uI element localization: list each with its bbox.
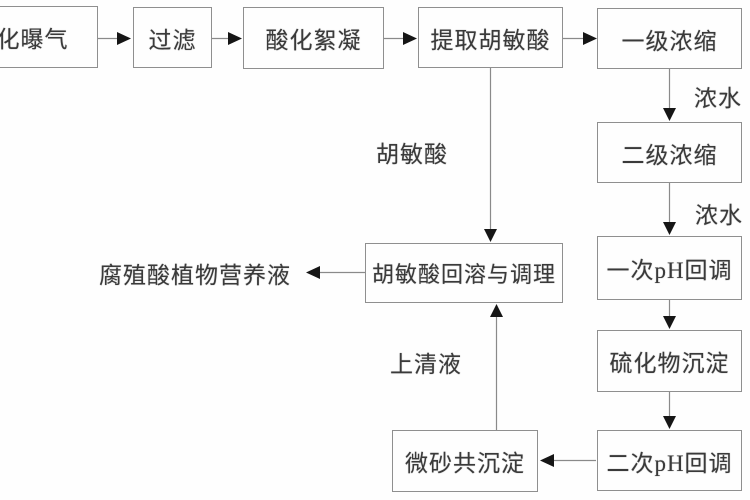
arrow-aeration-to-filter <box>98 32 131 45</box>
edge-label-supernatant: 上清液 <box>390 352 462 377</box>
edge-label-concentrated-water-1: 浓水 <box>694 86 742 111</box>
flow-box-second-stage-concentration: 二级浓缩 <box>597 122 742 183</box>
arrow-redissolve-to-product <box>306 266 365 279</box>
arrow-conc2-to-ph1 <box>663 183 676 235</box>
flow-box-first-stage-concentration: 一级浓缩 <box>597 8 742 69</box>
edge-label-humic-acid: 胡敏酸 <box>376 142 448 167</box>
edge-label-final-product: 腐殖酸植物营养液 <box>99 263 291 288</box>
edge-label-concentrated-water-2: 浓水 <box>695 203 743 228</box>
arrow-extract-to-redissolve <box>484 68 497 242</box>
flow-box-aeration: 生化曝气 <box>0 6 98 68</box>
flow-box-redissolve-conditioning: 胡敏酸回溶与调理 <box>365 243 563 303</box>
flow-box-first-ph-readjust: 一次pH回调 <box>597 236 742 300</box>
arrow-extract-to-conc1 <box>563 32 597 45</box>
flow-box-acid-flocculation: 酸化絮凝 <box>243 7 384 69</box>
arrow-sulfide-to-ph2 <box>663 392 676 429</box>
arrow-filter-to-acidify <box>212 32 242 45</box>
flow-box-second-ph-readjust: 二次pH回调 <box>597 430 742 491</box>
arrow-microsand-to-redissolve <box>490 304 503 430</box>
flow-box-sulfide-precipitation: 硫化物沉淀 <box>597 330 742 392</box>
arrow-ph2-to-microsand <box>540 454 596 467</box>
flow-box-filter: 过滤 <box>133 7 212 68</box>
arrow-conc1-to-conc2 <box>663 69 676 121</box>
arrow-acidify-to-extract <box>384 32 417 45</box>
arrow-ph1-to-sulfide <box>663 300 676 329</box>
flow-box-microsand-coprecipitation: 微砂共沉淀 <box>392 430 538 492</box>
flow-box-extract-humic-acid: 提取胡敏酸 <box>418 7 563 68</box>
